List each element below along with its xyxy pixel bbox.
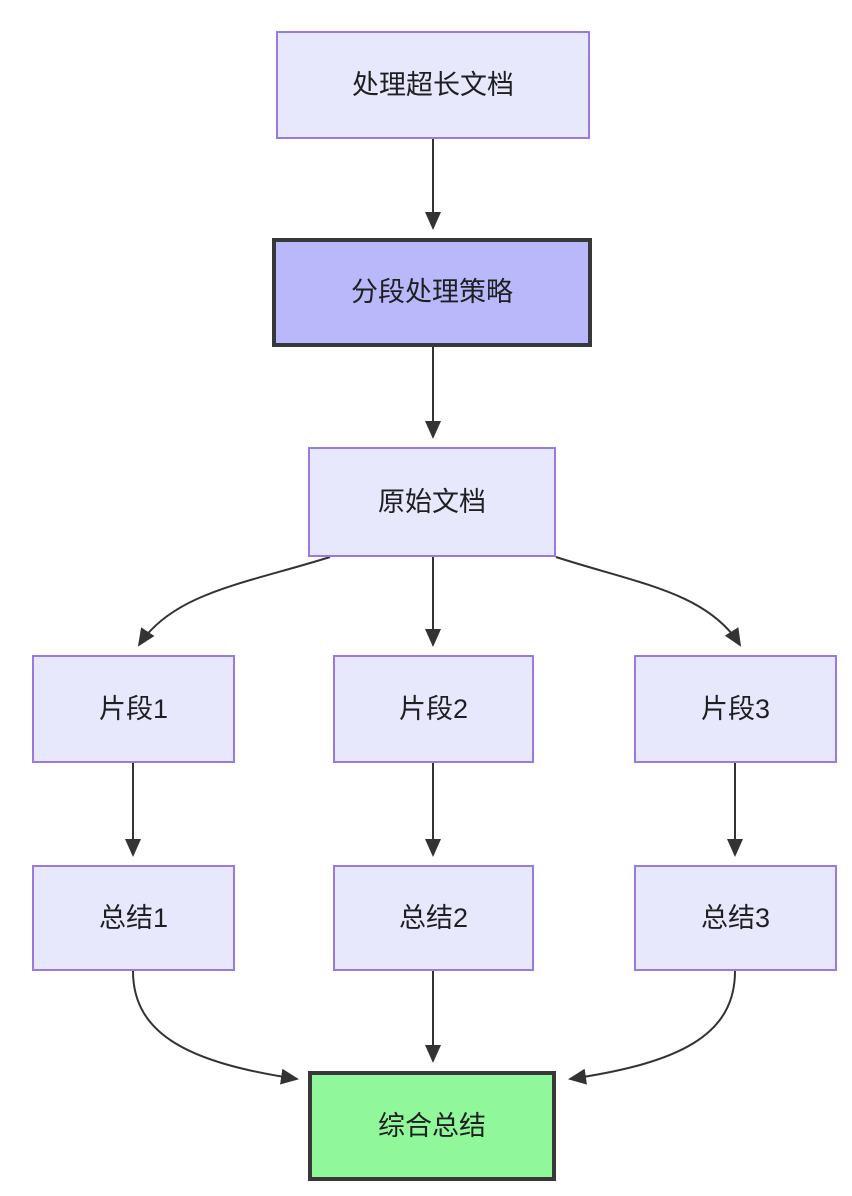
node-strategy[interactable]: 分段处理策略 <box>272 238 592 347</box>
edge-summary3-to-final <box>568 970 736 1085</box>
node-summary2[interactable]: 总结2 <box>333 865 534 971</box>
node-summary2-label: 总结2 <box>398 902 469 933</box>
node-source[interactable]: 原始文档 <box>308 447 556 557</box>
node-chunk3[interactable]: 片段3 <box>634 655 837 763</box>
node-chunk2[interactable]: 片段2 <box>333 655 534 763</box>
node-chunk1-label: 片段1 <box>98 693 169 724</box>
node-chunk3-label: 片段3 <box>700 693 771 724</box>
node-summary1[interactable]: 总结1 <box>32 865 235 971</box>
edge-source-to-chunk3 <box>555 556 742 647</box>
node-chunk2-label: 片段2 <box>398 693 469 724</box>
node-chunk1[interactable]: 片段1 <box>32 655 235 763</box>
node-source-label: 原始文档 <box>378 486 486 517</box>
node-start[interactable]: 处理超长文档 <box>276 31 590 139</box>
node-final[interactable]: 综合总结 <box>308 1071 556 1181</box>
node-strategy-label: 分段处理策略 <box>351 277 513 308</box>
node-final-label: 综合总结 <box>378 1110 486 1141</box>
node-summary3[interactable]: 总结3 <box>634 865 837 971</box>
edge-source-to-chunk1 <box>137 556 331 647</box>
node-start-label: 处理超长文档 <box>352 69 514 100</box>
edge-summary1-to-final <box>132 970 299 1085</box>
node-summary1-label: 总结1 <box>98 902 169 933</box>
node-summary3-label: 总结3 <box>700 902 771 933</box>
